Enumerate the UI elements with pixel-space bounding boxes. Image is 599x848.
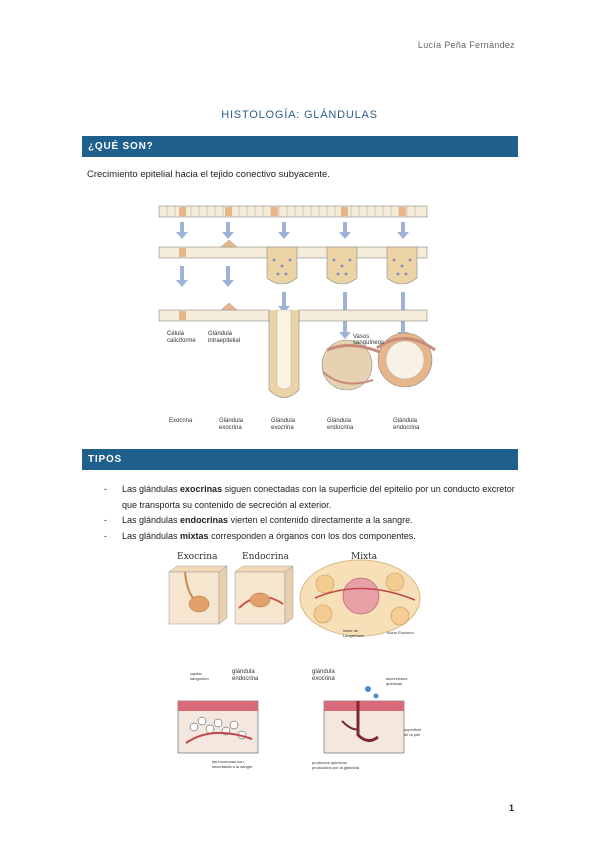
endocrine-schematic: capilar sanguíneo glándula endocrina las… bbox=[177, 669, 259, 769]
exocrine-block bbox=[168, 565, 228, 625]
section-heading-tipos: TIPOS bbox=[82, 449, 518, 470]
bottom-label-5b: endocrina bbox=[393, 425, 420, 431]
endocrine-exocrine-schematic: capilar sanguíneo glándula endocrina las… bbox=[177, 669, 422, 770]
mixed-pancreas-block: Islote de Langerhans Acino Exocrino bbox=[299, 559, 421, 638]
label-endocrina: Endocrina bbox=[242, 552, 290, 562]
bottom-label-1: Exocrina bbox=[169, 418, 193, 424]
label-hormonas-1: las hormonas son bbox=[212, 759, 244, 764]
exocrine-schematic: glándula exocrina secreciones químicas s… bbox=[312, 669, 422, 770]
epithelium-row-middle bbox=[158, 239, 428, 285]
label-mixta: Mixta bbox=[351, 552, 378, 562]
list-item: - Las glándulas exocrinas siguen conecta… bbox=[104, 484, 515, 510]
page-number: 1 bbox=[508, 803, 514, 813]
intro-text: Crecimiento epitelial hacia el tejido co… bbox=[87, 169, 330, 180]
document-title: HISTOLOGÍA: GLÁNDULAS bbox=[221, 109, 378, 121]
label-vasos: Vasos bbox=[353, 334, 369, 340]
label-secreciones-2: químicas bbox=[386, 681, 402, 686]
bottom-label-4b: endocrina bbox=[327, 425, 354, 431]
endocrine-block bbox=[234, 565, 294, 625]
label-glandula-endocrina-1: glándula bbox=[232, 669, 255, 675]
label-glandula-exocrina-1: glándula bbox=[312, 669, 335, 675]
label-caliciforme: caliciforme bbox=[167, 338, 196, 344]
label-productos-2: producidos por la glándula bbox=[312, 765, 360, 770]
section-heading-que-son: ¿QUÉ SON? bbox=[82, 136, 518, 157]
bottom-label-2: Glándula bbox=[219, 418, 244, 424]
label-sanguineos: sanguíneos bbox=[353, 340, 384, 346]
epithelium-row-top bbox=[158, 205, 428, 218]
bottom-label-4: Glándula bbox=[327, 418, 352, 424]
list-item: - Las glándulas endocrinas vierten el co… bbox=[104, 515, 413, 525]
bottom-label-5: Glándula bbox=[393, 418, 418, 424]
label-glandula: Glándula bbox=[208, 331, 233, 337]
label-acino: Acino Exocrino bbox=[387, 630, 414, 635]
label-celula: Célula bbox=[167, 331, 185, 337]
author-name: Lucía Peña Fernández bbox=[417, 40, 515, 50]
label-glandula-exocrina-2: exocrina bbox=[312, 676, 335, 682]
gland-types-illustration: Exocrina Endocrina Mixta Islote de Lange… bbox=[168, 552, 421, 638]
label-hormonas-2: secretadas a la sangre bbox=[212, 764, 253, 769]
label-superficie-2: de la piel bbox=[404, 732, 420, 737]
bottom-label-2b: exocrina bbox=[219, 425, 242, 431]
label-intraepitelial: intraepitelial bbox=[208, 338, 240, 344]
gland-formation-diagram: Célula caliciforme Glándula intraepiteli… bbox=[158, 205, 436, 431]
label-sanguineo: sanguíneo bbox=[190, 676, 209, 681]
bottom-label-3: Glándula bbox=[271, 418, 296, 424]
label-capilar: capilar bbox=[190, 671, 202, 676]
label-exocrina: Exocrina bbox=[177, 552, 218, 562]
arrows-row-1 bbox=[176, 222, 409, 239]
list-item: - Las glándulas mixtas corresponden a ór… bbox=[104, 530, 416, 541]
epithelium-row-bottom bbox=[158, 302, 436, 398]
bottom-label-3b: exocrina bbox=[271, 425, 294, 431]
label-glandula-endocrina-2: endocrina bbox=[232, 676, 259, 682]
label-secreciones-1: secreciones bbox=[386, 676, 407, 681]
types-list: - Las glándulas exocrinas siguen conecta… bbox=[100, 482, 520, 544]
label-productos-1: productos químicos bbox=[312, 760, 347, 765]
label-islote: Islote de bbox=[343, 628, 359, 633]
label-langerhans: Langerhans bbox=[343, 633, 364, 638]
label-superficie-1: superficie bbox=[404, 727, 422, 732]
